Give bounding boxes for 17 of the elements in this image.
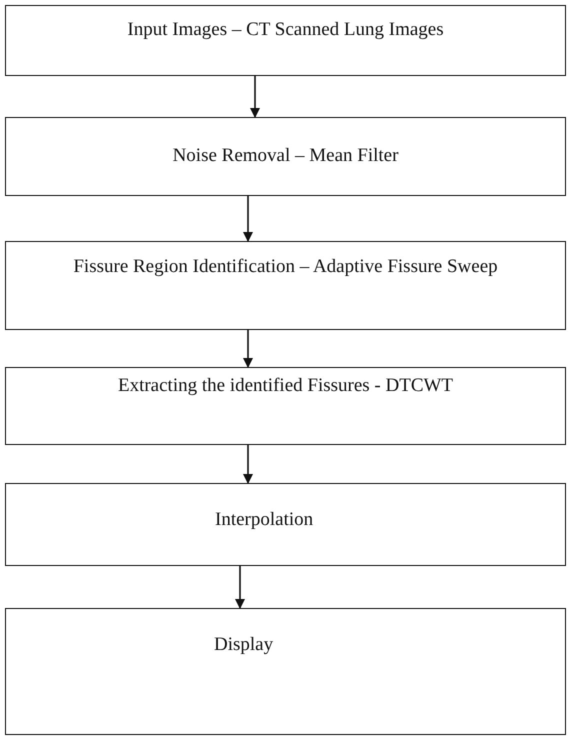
process-box: [5, 367, 566, 445]
arrow: [243, 196, 253, 242]
process-box: [5, 241, 566, 330]
process-box: [5, 5, 566, 76]
arrow: [250, 76, 260, 118]
process-box: [5, 483, 566, 566]
step-label: Display: [214, 633, 274, 657]
arrow: [243, 330, 253, 368]
step-label: Extracting the identified Fissures - DTCWT: [116, 374, 454, 398]
step-label: Fissure Region Identification – Adaptive Fissure Sweep: [72, 255, 499, 279]
step-label: Interpolation: [215, 508, 314, 532]
arrow: [235, 566, 245, 609]
process-box: [5, 117, 566, 196]
arrow: [243, 445, 253, 484]
step-label: Noise Removal – Mean Filter: [172, 144, 400, 168]
process-box: [5, 608, 566, 735]
step-label: Input Images – CT Scanned Lung Images: [126, 18, 445, 42]
